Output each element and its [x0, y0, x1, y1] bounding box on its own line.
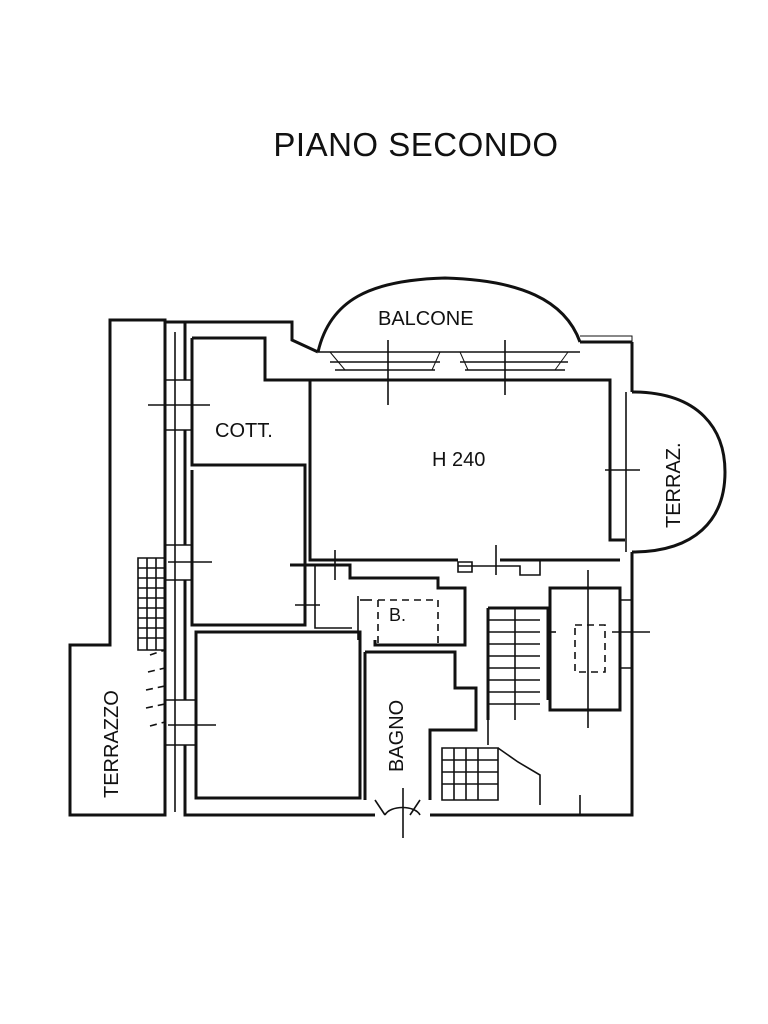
stairs — [441, 606, 550, 805]
label-balcone: BALCONE — [378, 308, 474, 330]
label-terraz: TERRAZ. — [663, 442, 685, 528]
small-bath — [290, 550, 467, 647]
label-h240: H 240 — [432, 449, 485, 471]
label-b: B. — [389, 605, 406, 625]
outer-walls — [165, 320, 634, 817]
left-rooms — [148, 336, 362, 800]
terrazzo-outline — [68, 318, 167, 817]
right-room — [548, 570, 650, 815]
living-room — [308, 378, 625, 576]
label-cott: COTT. — [215, 420, 273, 442]
balcone — [316, 276, 582, 405]
label-bagno: BAGNO — [386, 700, 408, 772]
page-title: PIANO SECONDO — [273, 126, 559, 163]
bagno — [359, 650, 478, 838]
terrazzo-stair — [137, 557, 166, 727]
label-terrazzo: TERRAZZO — [101, 690, 123, 798]
